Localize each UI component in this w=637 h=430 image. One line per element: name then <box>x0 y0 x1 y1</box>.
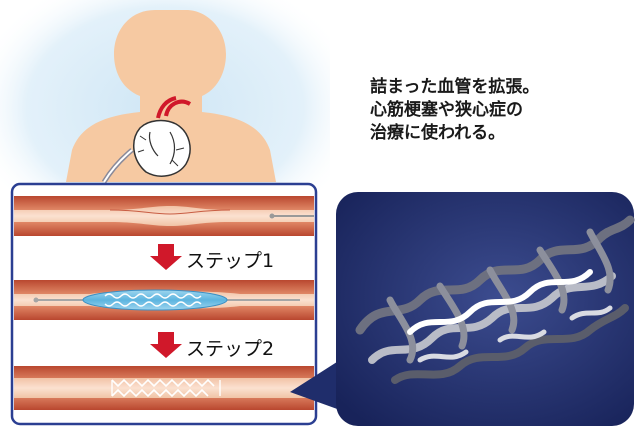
caption-line-2: 心筋梗塞や狭心症の <box>370 99 610 122</box>
vessel-balloon <box>14 280 314 320</box>
vessel-blocked <box>14 196 314 236</box>
caption: 詰まった血管を拡張。 心筋梗塞や狭心症の 治療に使われる。 <box>370 76 610 145</box>
balloon <box>83 290 227 310</box>
step1-label: ステップ1 <box>186 246 274 273</box>
step2-label: ステップ2 <box>186 334 274 361</box>
vessel-stented <box>14 366 314 410</box>
caption-line-1: 詰まった血管を拡張。 <box>370 76 610 99</box>
caption-line-3: 治療に使われる。 <box>370 122 610 145</box>
stent-photo <box>336 192 634 426</box>
